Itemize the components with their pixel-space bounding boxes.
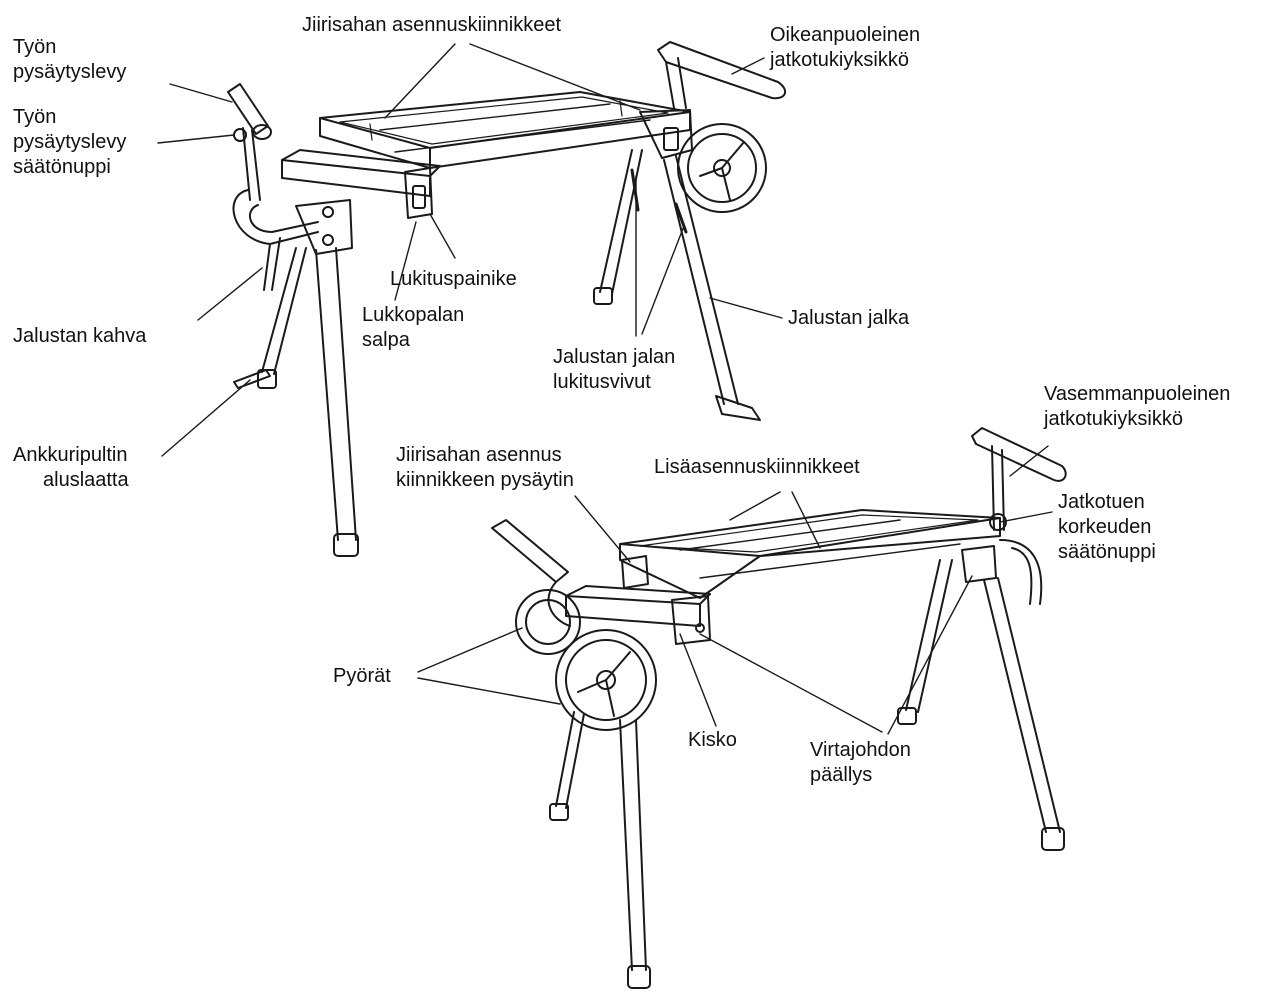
bottom-mount-stopper xyxy=(621,555,649,589)
top-front-beam xyxy=(281,159,431,197)
top-left-leg-front xyxy=(315,247,357,541)
label-pysaytin: Jiirisahan asennus kiinnikkeen pysäytin xyxy=(396,444,574,491)
label-kisko: Kisko xyxy=(688,729,737,751)
label-korkeuden-saatonuppi: Jatkotuen korkeuden säätönuppi xyxy=(1058,491,1156,563)
label-tyon-saatonuppi: Työn pysäytyslevy säätönuppi xyxy=(13,106,127,178)
bottom-handle xyxy=(491,519,569,583)
top-work-stop xyxy=(227,83,269,135)
leader-lines xyxy=(157,43,1053,735)
label-ankkuripultin: Ankkuripultin aluslaatta xyxy=(13,444,129,491)
label-jalustan-kahva: Jalustan kahva xyxy=(13,325,147,347)
top-stand xyxy=(227,41,787,557)
label-lisaasennus: Lisäasennuskiinnikkeet xyxy=(654,456,860,478)
label-vasen-jatkotuki: Vasemmanpuoleinen jatkotukiyksikkö xyxy=(1044,383,1231,430)
bottom-wheel-front xyxy=(555,629,657,731)
label-lukkopalan-salpa: Lukkopalan salpa xyxy=(362,304,465,351)
label-virtajohdon-paallys: Virtajohdon päällys xyxy=(810,739,911,786)
label-jiirisahan-kiinnikkeet: Jiirisahan asennuskiinnikkeet xyxy=(302,14,562,36)
label-tyon-pysaytyslevy: Työn pysäytyslevy xyxy=(13,36,127,83)
bottom-wheel-back xyxy=(515,589,581,655)
top-rail-frame xyxy=(319,91,691,149)
top-leg-levers xyxy=(630,168,688,234)
top-handle xyxy=(232,189,319,245)
bottom-right-leg-front xyxy=(983,577,1061,833)
top-left-leg-back xyxy=(261,247,307,375)
label-jalustan-jalka: Jalustan jalka xyxy=(788,307,910,329)
label-oikea-jatkotuki: Oikeanpuoleinen jatkotukiyksikkö xyxy=(770,24,921,71)
bottom-left-leg-front xyxy=(619,719,647,971)
label-lukituspainike: Lukituspainike xyxy=(390,268,517,290)
label-jalan-lukitusvivut: Jalustan jalan lukitusvivut xyxy=(553,346,676,393)
top-bracket-left xyxy=(404,167,433,219)
bottom-stand xyxy=(491,427,1067,989)
top-right-leg-back xyxy=(599,149,643,295)
bottom-rail-frame xyxy=(619,509,1001,557)
bottom-cord-wrap xyxy=(961,545,997,583)
label-pyorat: Pyörät xyxy=(333,665,391,687)
top-right-leg-front xyxy=(663,155,739,405)
bottom-front-beam xyxy=(565,595,701,627)
bottom-left-leg-back xyxy=(555,711,585,809)
top-anchor-washer xyxy=(233,369,271,389)
top-ext-support xyxy=(657,41,787,100)
bottom-right-leg-back xyxy=(905,559,953,713)
bottom-ext-support xyxy=(971,427,1067,482)
